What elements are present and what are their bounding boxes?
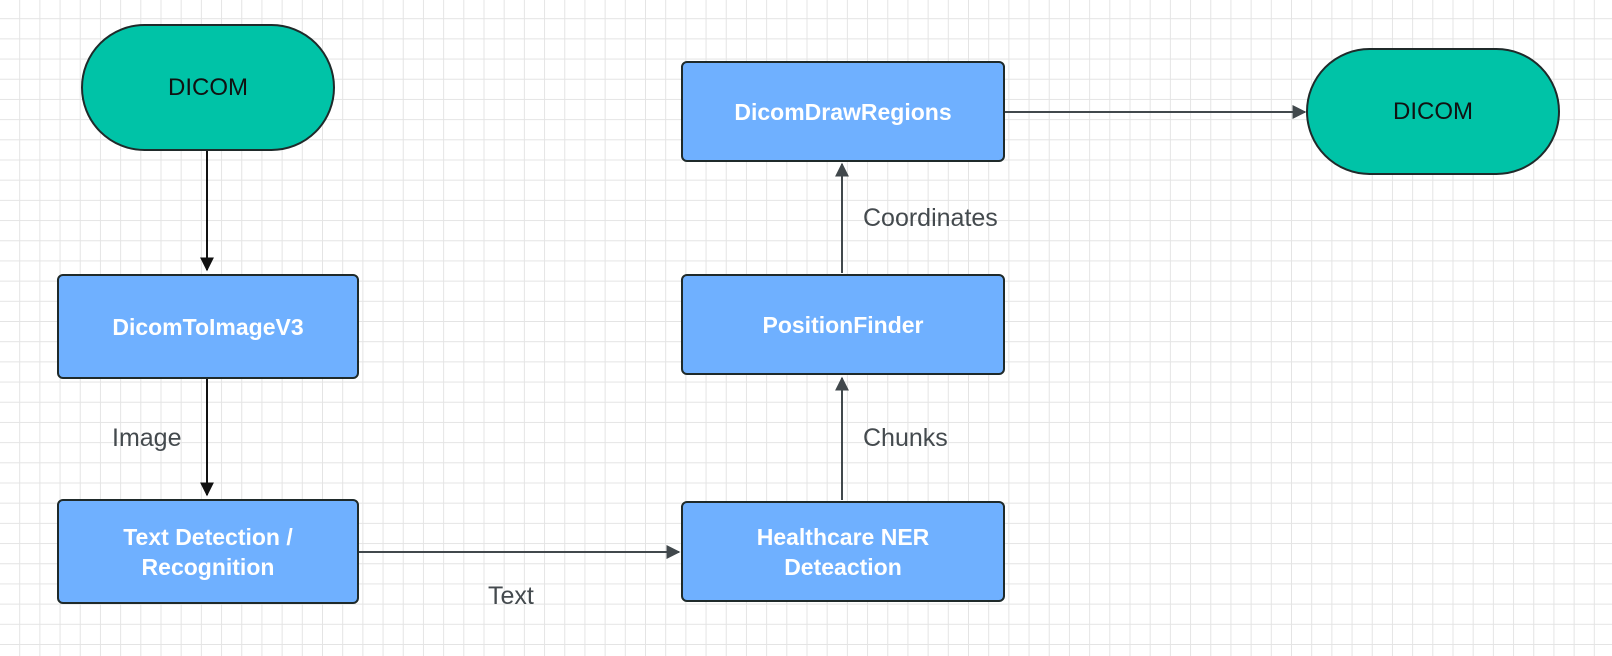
edge-label-chunks: Chunks	[863, 424, 948, 452]
edge-label-text: Text	[488, 582, 534, 610]
dicom-input-label: DICOM	[168, 73, 248, 101]
dicom-to-image-label: DicomToImageV3	[112, 313, 304, 340]
ner-detection-label: Healthcare NER Deteaction	[756, 523, 930, 580]
text-detection-label: Text Detection / Recognition	[123, 523, 293, 580]
dicom-input-terminal: DICOM	[81, 24, 335, 151]
edge-label-image: Image	[112, 424, 182, 452]
draw-regions-node: DicomDrawRegions	[681, 61, 1005, 162]
draw-regions-label: DicomDrawRegions	[734, 98, 952, 125]
dicom-to-image-node: DicomToImageV3	[57, 274, 359, 379]
text-detection-node: Text Detection / Recognition	[57, 499, 359, 604]
edge-label-coordinates: Coordinates	[863, 204, 998, 232]
ner-detection-node: Healthcare NER Deteaction	[681, 501, 1005, 602]
position-finder-node: PositionFinder	[681, 274, 1005, 375]
dicom-output-label: DICOM	[1393, 97, 1473, 125]
position-finder-label: PositionFinder	[762, 311, 924, 338]
dicom-output-terminal: DICOM	[1306, 48, 1560, 175]
